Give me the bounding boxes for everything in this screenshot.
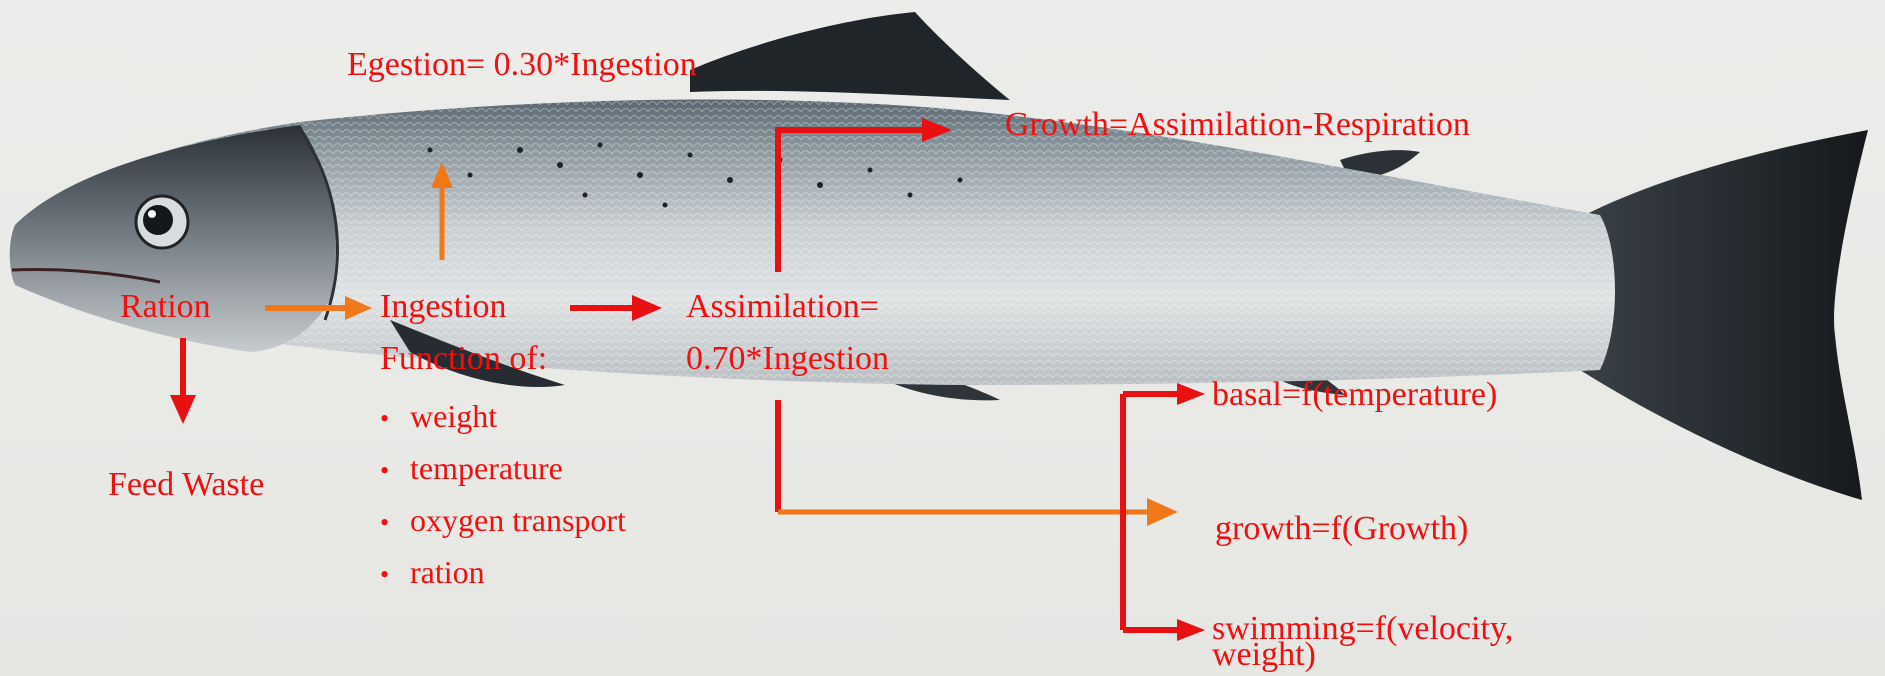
factor-item: weight — [380, 390, 626, 442]
basal-respiration-label: basal=f(temperature) — [1212, 378, 1497, 412]
growth-respiration-label: growth=f(Growth) — [1215, 512, 1468, 546]
egestion-label: Egestion= 0.30*Ingestion — [347, 48, 697, 82]
swimming-respiration-label-line2: weight) — [1212, 638, 1316, 672]
ration-to-ingestion-arrowhead — [345, 296, 372, 320]
ingestion-factor-list: weight temperature oxygen transport rati… — [380, 390, 626, 598]
growth-equation-label: Growth=Assimilation-Respiration — [1005, 108, 1470, 142]
function-of-label: Function of: — [380, 342, 547, 376]
factor-item: oxygen transport — [380, 494, 626, 546]
ingestion-to-assimilation-arrowhead — [632, 295, 662, 321]
basal-branch-arrowhead — [1177, 383, 1205, 405]
ration-label: Ration — [120, 290, 211, 324]
assimilation-label-line1: Assimilation= — [686, 290, 879, 324]
egestion-arrowhead — [431, 162, 453, 188]
assimilation-to-growth-arrow — [778, 130, 925, 272]
ingestion-label: Ingestion — [380, 290, 507, 324]
assimilation-label-line2: 0.70*Ingestion — [686, 342, 889, 376]
ration-to-feedwaste-arrowhead — [170, 395, 196, 424]
swimming-branch-arrowhead — [1177, 619, 1205, 641]
assimilation-to-growth-arrowhead — [922, 118, 952, 142]
factor-item: temperature — [380, 442, 626, 494]
factor-item: ration — [380, 546, 626, 598]
feed-waste-label: Feed Waste — [108, 468, 264, 502]
respiration-horizontal-arrowhead — [1147, 498, 1178, 526]
